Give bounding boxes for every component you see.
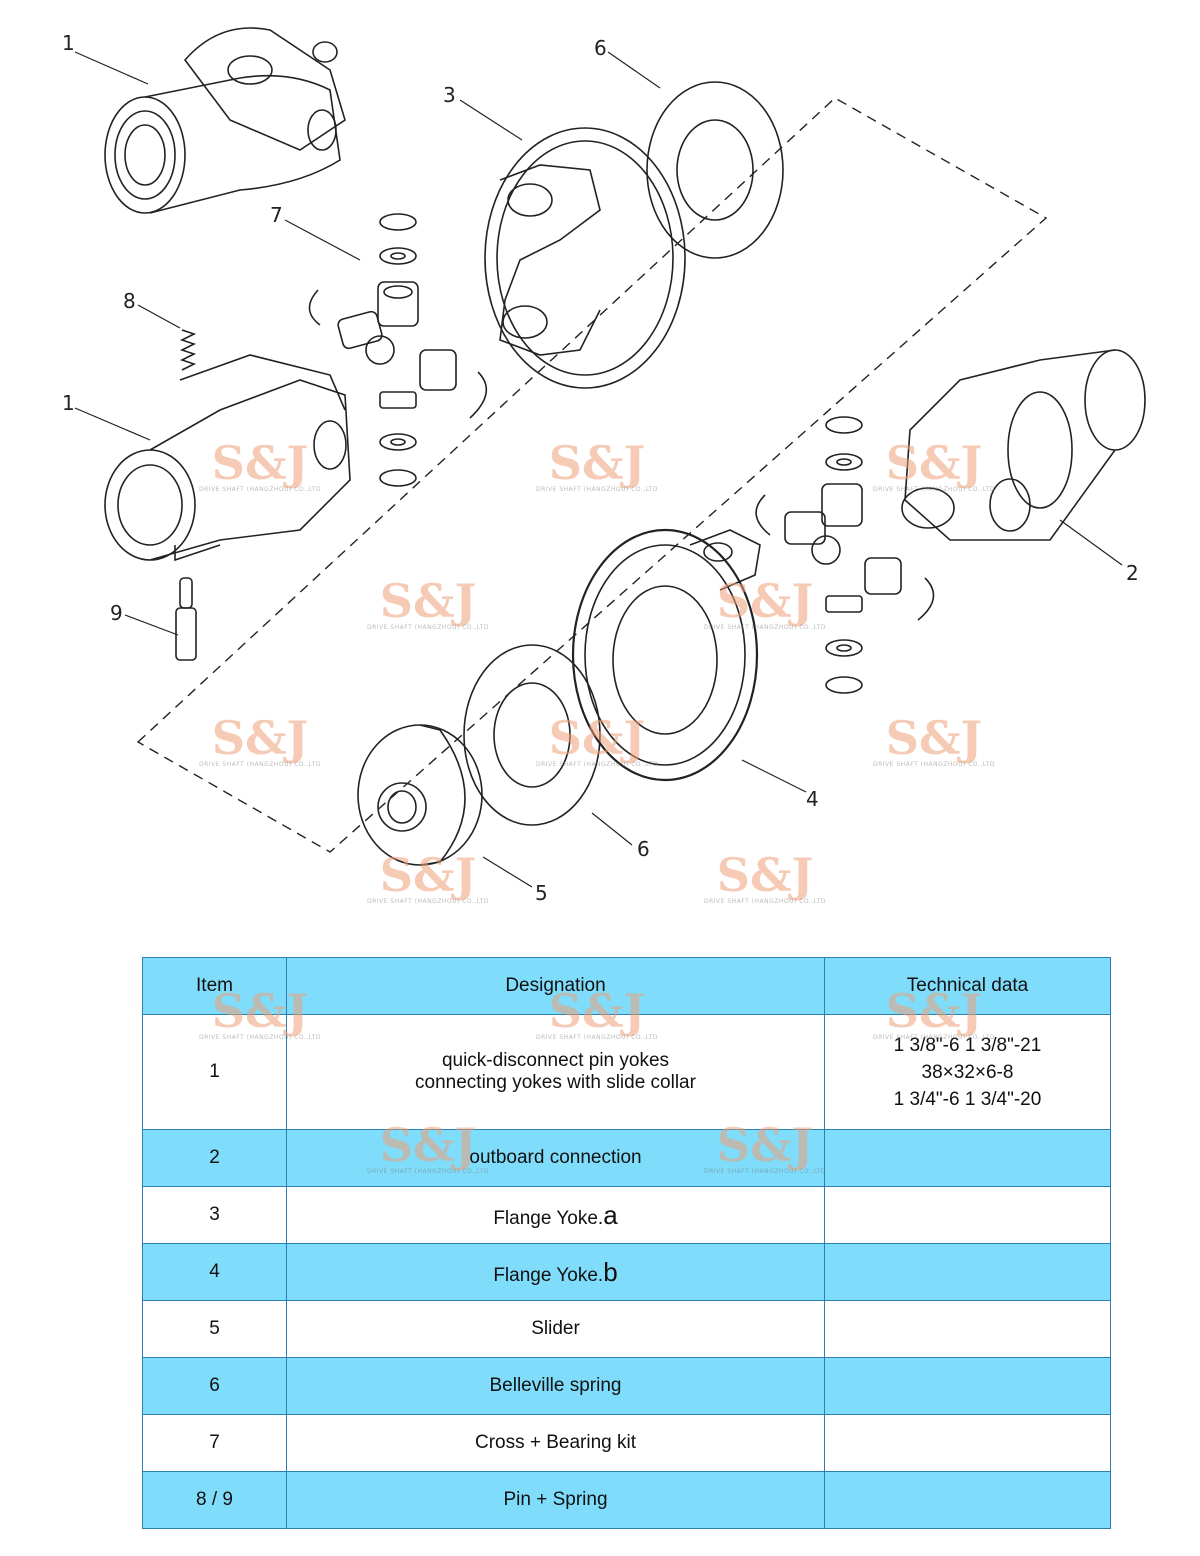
callout-4: 4: [806, 787, 819, 811]
part-3-flange-yoke-a: [484, 127, 686, 389]
designation-cell: Flange Yoke.b: [286, 1243, 825, 1301]
designation-cell: Cross + Bearing kit: [286, 1414, 825, 1472]
technical-line: 1 3/8"-6 1 3/8"-21: [893, 1034, 1042, 1056]
item-cell: 8 / 9: [142, 1471, 287, 1529]
part-7-cross-kit-upper: [308, 213, 488, 487]
technical-line: 1 3/4"-6 1 3/4"-20: [893, 1088, 1042, 1110]
part-2-outboard: [901, 349, 1146, 541]
callout-9: 9: [110, 601, 123, 625]
designation-suffix: a: [603, 1199, 618, 1230]
callout-6-lower: 6: [637, 837, 650, 861]
technical-cell: [824, 1186, 1111, 1244]
table-row: 6 Belleville spring: [142, 1357, 1111, 1415]
table-row: 2 outboard connection: [142, 1129, 1111, 1187]
technical-cell: [824, 1414, 1111, 1472]
designation-cell: Belleville spring: [286, 1357, 825, 1415]
exploded-parts-drawing: 1 1 2 3 4 5 6 6 7 8 9: [62, 27, 1146, 905]
callout-8: 8: [123, 289, 136, 313]
designation-line: quick-disconnect pin yokes: [441, 1050, 670, 1071]
part-6-spring-upper: [646, 81, 784, 259]
part-9-pin: [175, 577, 197, 661]
designation-suffix: b: [603, 1256, 618, 1287]
designation-line: connecting yokes with slide collar: [415, 1072, 696, 1093]
callout-5: 5: [535, 881, 548, 905]
designation-text: Flange Yoke.: [493, 1264, 604, 1286]
header-designation: Designation: [286, 957, 825, 1015]
dashed-assembly-outline: [136, 97, 1048, 853]
item-cell: 2: [142, 1129, 287, 1187]
designation-cell: outboard connection: [286, 1129, 825, 1187]
part-5-slider: [357, 724, 483, 866]
technical-cell: [824, 1471, 1111, 1529]
technical-line: 38×32×6-8: [921, 1061, 1014, 1083]
item-cell: 3: [142, 1186, 287, 1244]
designation-cell: Flange Yoke.a: [286, 1186, 825, 1244]
table-row: 3 Flange Yoke.a: [142, 1186, 1111, 1244]
item-cell: 6: [142, 1357, 287, 1415]
item-cell: 1: [142, 1014, 287, 1130]
technical-cell: [824, 1129, 1111, 1187]
header-item: Item: [142, 957, 287, 1015]
technical-cell: 1 3/8"-6 1 3/8"-21 38×32×6-8 1 3/4"-6 1 …: [824, 1014, 1111, 1130]
header-technical-data: Technical data: [824, 957, 1111, 1015]
technical-cell: [824, 1243, 1111, 1301]
callout-1-top: 1: [62, 31, 75, 55]
callout-6-upper: 6: [594, 36, 607, 60]
part-1-lower-yoke: [104, 354, 351, 562]
item-cell: 7: [142, 1414, 287, 1472]
designation-cell: quick-disconnect pin yokes connecting yo…: [286, 1014, 825, 1130]
designation-cell: Slider: [286, 1300, 825, 1358]
technical-cell: [824, 1300, 1111, 1358]
designation-text: Flange Yoke.: [493, 1207, 604, 1229]
part-7-cross-kit-lower: [755, 416, 935, 694]
callout-1-lower: 1: [62, 391, 75, 415]
table-header-row: Item Designation Technical data: [142, 957, 1111, 1015]
table-row: 1 quick-disconnect pin yokes connecting …: [142, 1014, 1111, 1130]
part-1-top-yoke: [104, 27, 346, 214]
part-4-flange-yoke-b: [571, 528, 761, 782]
callout-7: 7: [270, 203, 283, 227]
part-8-spring: [179, 329, 197, 371]
designation-cell: Pin + Spring: [286, 1471, 825, 1529]
part-6-spring-lower: [463, 644, 601, 826]
technical-cell: [824, 1357, 1111, 1415]
callout-2: 2: [1126, 561, 1139, 585]
item-cell: 5: [142, 1300, 287, 1358]
table-row: 8 / 9 Pin + Spring: [142, 1471, 1111, 1529]
table-row: 7 Cross + Bearing kit: [142, 1414, 1111, 1472]
item-cell: 4: [142, 1243, 287, 1301]
callout-3: 3: [443, 83, 456, 107]
parts-table: Item Designation Technical data 1 quick-…: [142, 957, 1111, 1529]
table-row: 5 Slider: [142, 1300, 1111, 1358]
table-row: 4 Flange Yoke.b: [142, 1243, 1111, 1301]
